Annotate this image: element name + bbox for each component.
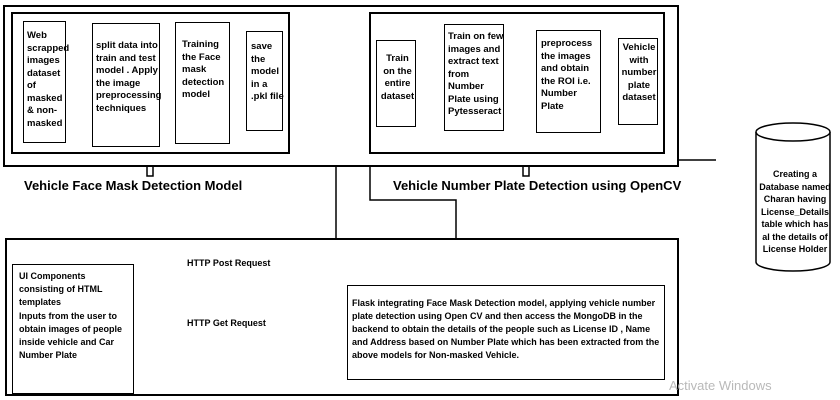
plate-step-1 xyxy=(376,40,416,127)
http-post-label: HTTP Post Request xyxy=(187,258,271,268)
plate-step-1-text: Train on the entire dataset xyxy=(380,53,415,102)
http-get-label: HTTP Get Request xyxy=(187,318,266,328)
database-cylinder xyxy=(755,122,831,272)
face-model-caption: Vehicle Face Mask Detection Model xyxy=(24,178,243,193)
plate-step-2 xyxy=(444,24,504,131)
flask-box xyxy=(347,285,665,380)
activate-windows-watermark: Activate Windows xyxy=(669,378,772,393)
face-step-2-text: split data into train and test model . A… xyxy=(96,40,162,114)
face-step-1-text: Web scrapped images dataset of masked & … xyxy=(27,30,70,129)
ui-components-title: UI Components consisting of HTML templat… xyxy=(19,271,103,307)
face-step-4-text: save the model in a .pkl file xyxy=(251,41,284,102)
plate-model-caption: Vehicle Number Plate Detection using Ope… xyxy=(393,178,682,193)
face-step-4 xyxy=(246,31,283,131)
database-text: Creating a Database named Charan having … xyxy=(759,169,831,254)
plate-step-4-text: Vehicle with number plate dataset xyxy=(621,42,657,103)
flask-text: Flask integrating Face Mask Detection mo… xyxy=(352,298,660,360)
plate-step-3-text: preprocess the images and obtain the ROI… xyxy=(541,38,593,112)
ui-components-box xyxy=(12,264,134,394)
ui-components-body: Inputs from the user to obtain images of… xyxy=(19,311,123,360)
plate-step-3 xyxy=(536,30,601,133)
plate-step-4 xyxy=(618,38,658,125)
face-step-1 xyxy=(23,21,66,143)
number-plate-panel xyxy=(369,12,665,154)
face-step-3-text: Training the Face mask detection model xyxy=(182,39,225,100)
plate-step-2-text: Train on few images and extract text fro… xyxy=(448,31,504,117)
face-step-3 xyxy=(175,22,230,144)
face-step-2 xyxy=(92,23,160,147)
